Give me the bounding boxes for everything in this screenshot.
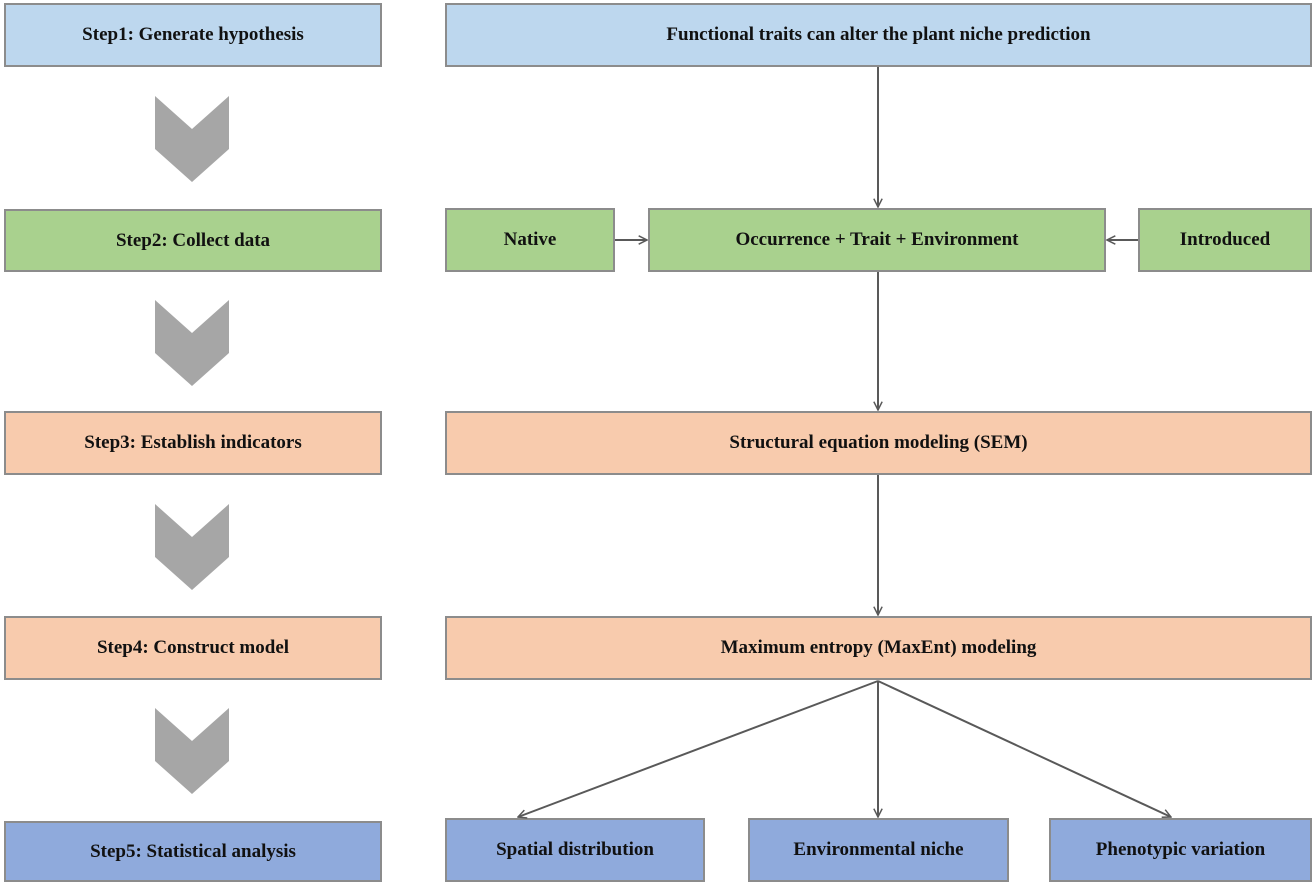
step3-label: Step3: Establish indicators: [84, 432, 302, 453]
sem-label: Structural equation modeling (SEM): [729, 432, 1028, 453]
step5-label: Step5: Statistical analysis: [90, 840, 296, 862]
step1-box: Step1: Generate hypothesis: [4, 3, 382, 67]
maxent-label: Maximum entropy (MaxEnt) modeling: [720, 637, 1037, 658]
output-label: Environmental niche: [793, 839, 964, 860]
step1-label: Step1: Generate hypothesis: [82, 24, 304, 45]
combined-data-box: Occurrence + Trait + Environment: [648, 208, 1106, 272]
output-label: Phenotypic variation: [1095, 839, 1266, 860]
hypothesis-box: Functional traits can alter the plant ni…: [445, 3, 1312, 67]
combined-data-label: Occurrence + Trait + Environment: [735, 229, 1019, 250]
output-phenotypic-variation: Phenotypic variation: [1049, 818, 1312, 882]
output-label: Spatial distribution: [496, 839, 654, 860]
edge-maxent-to-phenotypic: [877, 680, 1171, 817]
native-box: Native: [445, 208, 615, 272]
chevron-down-icon: [155, 708, 229, 794]
sem-box: Structural equation modeling (SEM): [445, 411, 1312, 475]
chevron-down-icon: [155, 300, 229, 386]
step4-box: Step4: Construct model: [4, 616, 382, 680]
maxent-box: Maximum entropy (MaxEnt) modeling: [445, 616, 1312, 680]
output-environmental-niche: Environmental niche: [748, 818, 1009, 882]
edge-maxent-to-spatial: [518, 680, 879, 817]
native-label: Native: [503, 229, 557, 250]
step4-label: Step4: Construct model: [96, 637, 290, 658]
step5-box: Step5: Statistical analysis: [4, 821, 382, 882]
hypothesis-label: Functional traits can alter the plant ni…: [666, 24, 1091, 45]
chevron-down-icon: [155, 96, 229, 182]
step2-label: Step2: Collect data: [115, 229, 271, 251]
output-spatial-distribution: Spatial distribution: [445, 818, 705, 882]
introduced-label: Introduced: [1179, 229, 1271, 250]
step2-box: Step2: Collect data: [4, 209, 382, 272]
introduced-box: Introduced: [1138, 208, 1312, 272]
step3-box: Step3: Establish indicators: [4, 411, 382, 475]
chevron-down-icon: [155, 504, 229, 590]
